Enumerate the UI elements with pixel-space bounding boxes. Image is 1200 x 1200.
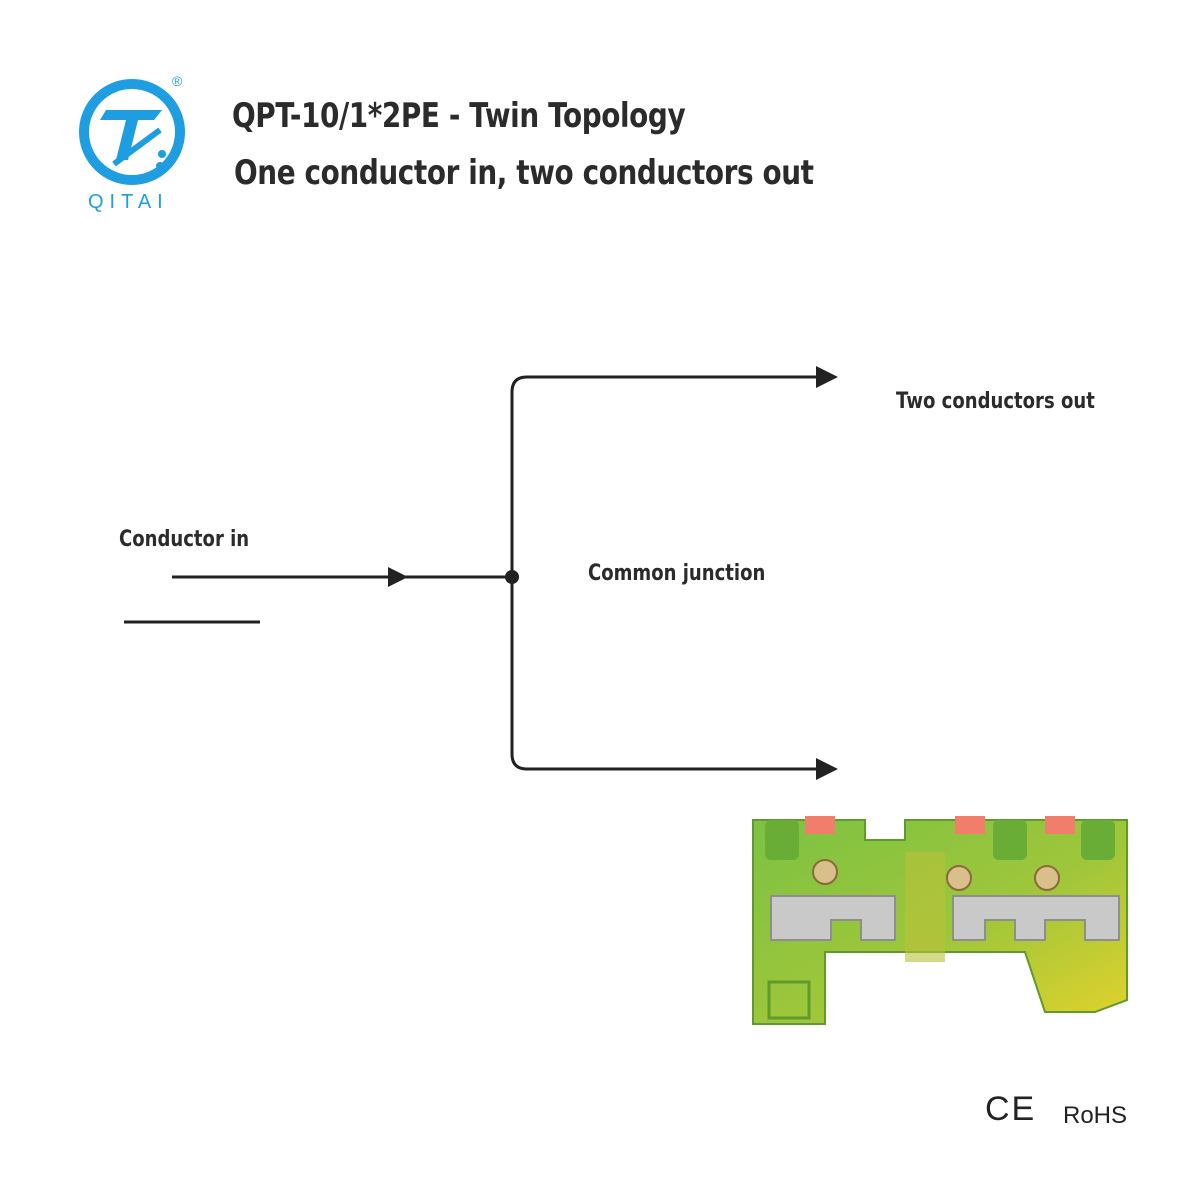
- logo-mark-icon: ® QITAI: [79, 73, 185, 213]
- terminal-block-icon: [752, 816, 1128, 1025]
- ce-mark: CE: [985, 1090, 1037, 1128]
- page-subtitle: One conductor in, two conductors out: [234, 153, 814, 193]
- qitai-logo: ® QITAI: [70, 70, 200, 220]
- input-arrow-icon: [388, 567, 408, 587]
- rohs-mark: RoHS: [1063, 1102, 1128, 1129]
- output-arrow-bottom-icon: [816, 758, 838, 780]
- common-junction-label: Common junction: [588, 561, 766, 586]
- output-line-bottom: [510, 577, 820, 771]
- output-arrow-top-icon: [816, 366, 838, 388]
- conductor-in-label: Conductor in: [119, 527, 250, 552]
- registered-mark: ®: [172, 73, 183, 89]
- conductors-out-label: Two conductors out: [896, 389, 1095, 414]
- terminal-block-image: [745, 812, 1137, 1032]
- output-line-top: [510, 375, 820, 577]
- page-title: QPT-10/1*2PE - Twin Topology: [232, 96, 686, 136]
- brand-name: QITAI: [88, 191, 169, 213]
